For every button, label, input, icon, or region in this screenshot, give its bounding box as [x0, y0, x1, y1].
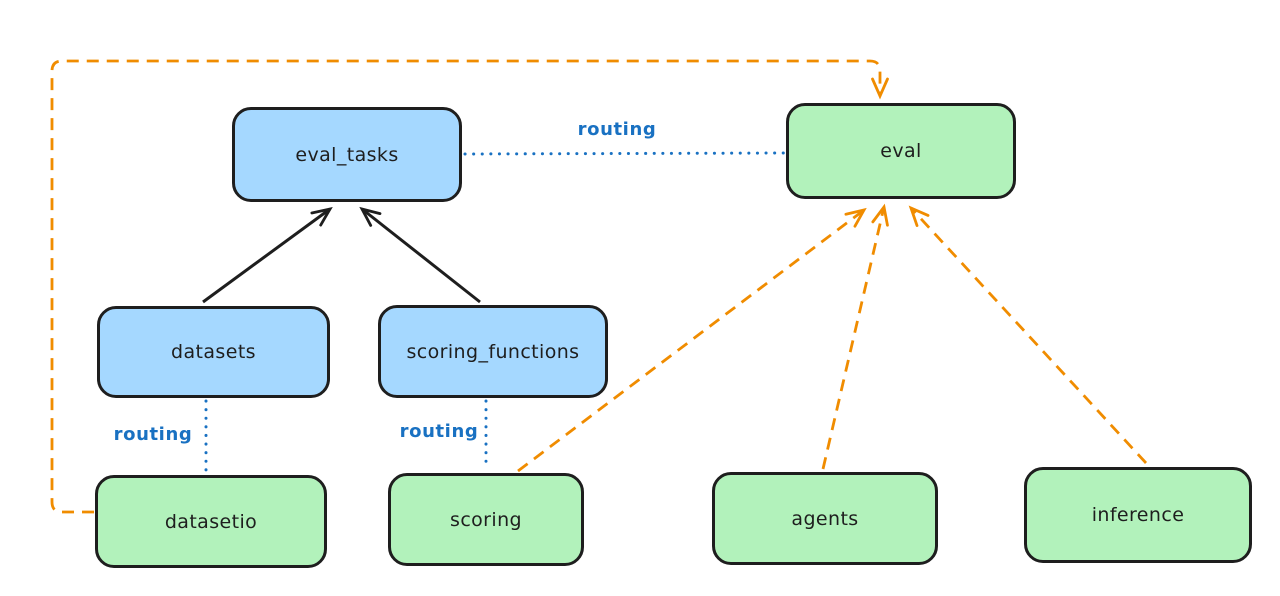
node-agents: agents	[712, 472, 938, 565]
node-inference-label: inference	[1091, 504, 1185, 526]
node-inference: inference	[1024, 467, 1252, 563]
edge-datasetio-to-eval	[50, 59, 889, 514]
edge-datasets-to-eval_tasks	[202, 206, 333, 304]
node-agents-label: agents	[791, 507, 859, 530]
node-scoring_functions-label: scoring_functions	[406, 340, 580, 363]
edge-inference-to-eval	[908, 205, 1148, 464]
node-datasets-label: datasets	[171, 341, 256, 363]
node-datasets: datasets	[97, 306, 330, 398]
node-scoring: scoring	[388, 473, 584, 566]
edge-agents-to-eval	[821, 203, 889, 470]
edge-scoring-to-eval	[517, 207, 867, 473]
node-scoring-label: scoring	[450, 508, 522, 531]
edge-label-routing-datasets-datasetio: routing	[113, 424, 193, 445]
edge-label-routing-scoring_functions-scoring: routing	[399, 421, 479, 442]
node-eval: eval	[786, 103, 1016, 199]
node-datasetio-label: datasetio	[164, 510, 258, 533]
node-eval-label: eval	[880, 140, 922, 162]
node-datasetio: datasetio	[95, 475, 327, 568]
node-scoring_functions: scoring_functions	[378, 305, 608, 398]
node-eval_tasks-label: eval_tasks	[295, 143, 399, 166]
node-eval_tasks: eval_tasks	[232, 107, 462, 202]
edge-label-routing-eval_tasks-eval: routing	[577, 119, 657, 140]
edge-scoring_functions-to-eval_tasks	[359, 206, 481, 304]
edge-eval_tasks-to-eval	[463, 151, 786, 156]
